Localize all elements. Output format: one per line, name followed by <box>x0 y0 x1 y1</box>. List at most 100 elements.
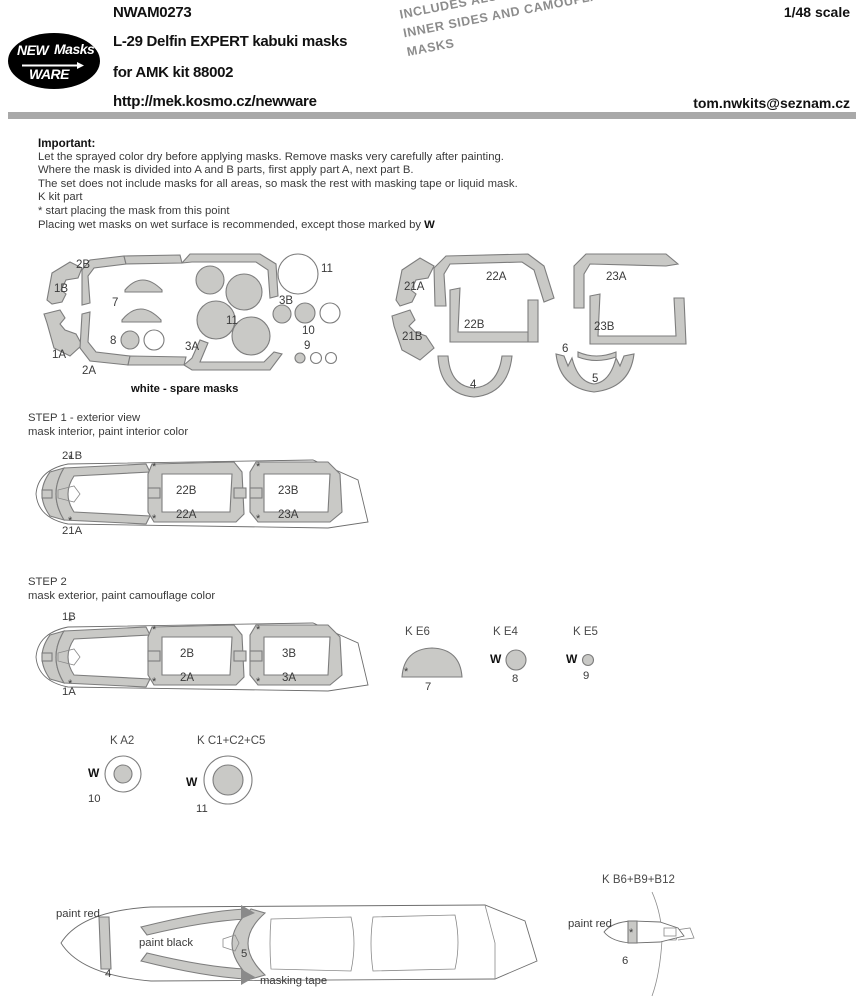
step2-title: STEP 2 <box>28 576 67 588</box>
scale-label: 1/48 scale <box>783 4 850 20</box>
step1-label-21B: 21B <box>62 450 83 462</box>
logo-text-masks: Masks <box>54 41 95 57</box>
svg-text:23B: 23B <box>594 321 615 333</box>
svg-text:*: * <box>68 515 73 527</box>
part-kit-A2: K A2 <box>110 735 135 747</box>
step1-heading: STEP 1 - exterior view mask interior, pa… <box>28 412 188 439</box>
mask-sheet-right: 21A 21B 22A 22B 23A 23B 6 4 5 <box>378 248 698 398</box>
bottom-label-masking-tape: masking tape <box>260 975 328 987</box>
part-shape-11 <box>200 752 256 808</box>
step2-label-2B: 2B <box>180 648 194 660</box>
step1-label-21A: 21A <box>62 525 83 537</box>
bottom-view-diagram <box>55 895 565 1000</box>
header-divider <box>8 112 856 119</box>
part-number-7: 7 <box>425 681 432 693</box>
product-code: NWAM0273 <box>113 4 192 21</box>
step1-diagram: * * * * * * 22B 22A 23B 23A <box>28 450 373 540</box>
svg-text:4: 4 <box>470 379 477 391</box>
important-wet-text: Placing wet masks on wet surface is reco… <box>38 218 425 231</box>
svg-text:8: 8 <box>110 335 116 347</box>
svg-text:*: * <box>629 927 634 939</box>
mask-sheet-left: 2B 1B 7 1A 8 2A 3A 3B 11 11 10 9 <box>30 248 370 378</box>
svg-text:*: * <box>152 624 157 636</box>
svg-text:*: * <box>256 676 261 688</box>
important-line-3: The set does not include masks for all a… <box>38 177 518 190</box>
step2-label-1B: 1B <box>62 611 76 623</box>
important-line-4: K kit part <box>38 191 83 204</box>
important-line-5: * start placing the mask from this point <box>38 204 230 217</box>
svg-text:1B: 1B <box>54 283 68 295</box>
step2-diagram: * * * * * * 2B 2A 3B 3A <box>28 613 373 703</box>
step1-label-23B: 23B <box>278 485 299 497</box>
email-address[interactable]: tom.nwkits@seznam.cz <box>693 95 850 111</box>
svg-text:23A: 23A <box>606 271 627 283</box>
svg-text:7: 7 <box>112 297 118 309</box>
step2-subtitle: mask exterior, paint camouflage color <box>28 589 216 602</box>
important-line-1: Let the sprayed color dry before applyin… <box>38 150 504 163</box>
important-notes: Important: Let the sprayed color dry bef… <box>38 137 638 232</box>
svg-text:*: * <box>152 676 157 688</box>
svg-text:*: * <box>256 461 261 473</box>
part-kit-E5: K E5 <box>573 626 598 638</box>
brand-logo: NEW Masks WARE <box>8 33 100 89</box>
step1-label-23A: 23A <box>278 509 299 521</box>
kit-reference: for AMK kit 88002 <box>113 64 234 81</box>
wet-badge-11: W <box>186 775 198 789</box>
part-number-9: 9 <box>583 670 590 682</box>
svg-text:3A: 3A <box>185 341 199 353</box>
part-number-10: 10 <box>88 793 101 805</box>
part-shape-8 <box>504 648 528 672</box>
svg-text:6: 6 <box>562 343 568 355</box>
wet-badge-10: W <box>88 766 100 780</box>
svg-text:3B: 3B <box>279 295 293 307</box>
important-line-2: Where the mask is divided into A and B p… <box>38 164 414 177</box>
svg-text:10: 10 <box>302 325 315 337</box>
tail-label-paint-red: paint red <box>568 918 612 930</box>
step2-heading: STEP 2 mask exterior, paint camouflage c… <box>28 576 215 603</box>
page-title: L-29 Delfin EXPERT kabuki masks <box>113 33 348 50</box>
bottom-number-4: 4 <box>105 968 112 980</box>
svg-text:11: 11 <box>321 263 333 275</box>
svg-text:*: * <box>68 678 73 690</box>
step2-label-1A: 1A <box>62 686 76 698</box>
step1-subtitle: mask interior, paint interior color <box>28 425 189 438</box>
important-wet-line: Placing wet masks on wet surface is reco… <box>38 219 638 233</box>
step2-label-2A: 2A <box>180 672 194 684</box>
svg-text:1A: 1A <box>52 349 66 361</box>
svg-text:*: * <box>68 616 73 628</box>
logo-arrow-icon <box>22 62 84 69</box>
part-number-11: 11 <box>196 803 208 815</box>
page-header: NEW Masks WARE NWAM0273 L-29 Delfin EXPE… <box>0 0 864 119</box>
svg-text:*: * <box>152 513 157 525</box>
wet-mark-symbol: W <box>424 218 435 231</box>
svg-text:11: 11 <box>226 315 238 327</box>
step2-label-3A: 3A <box>282 672 296 684</box>
svg-text:*: * <box>152 461 157 473</box>
svg-text:*: * <box>404 666 409 678</box>
spare-masks-caption: white - spare masks <box>131 383 239 395</box>
wet-badge-8: W <box>490 652 502 666</box>
step1-title: STEP 1 - exterior view <box>28 412 141 424</box>
svg-text:*: * <box>68 453 73 465</box>
diagonal-note: INCLUDES ALSO WINDOWS INNER SIDES AND CA… <box>398 0 711 100</box>
part-number-8: 8 <box>512 673 519 685</box>
step1-label-22B: 22B <box>176 485 197 497</box>
part-shape-9 <box>580 652 596 668</box>
svg-text:22A: 22A <box>486 271 507 283</box>
svg-text:*: * <box>256 513 261 525</box>
logo-text-new: NEW <box>17 42 49 58</box>
bottom-label-paint-black: paint black <box>139 937 194 949</box>
step2-label-3B: 3B <box>282 648 296 660</box>
website-url[interactable]: http://mek.kosmo.cz/newware <box>113 93 317 110</box>
svg-text:21A: 21A <box>404 281 425 293</box>
svg-text:2A: 2A <box>82 365 96 377</box>
part-kit-E4: K E4 <box>493 626 518 638</box>
tail-kit-parts: K B6+B9+B12 <box>602 874 675 886</box>
svg-text:2B: 2B <box>76 259 90 271</box>
bottom-number-5: 5 <box>241 948 248 960</box>
tail-number-6: 6 <box>622 955 629 967</box>
svg-text:*: * <box>256 624 261 636</box>
svg-text:9: 9 <box>304 340 310 352</box>
part-shape-10 <box>101 752 145 796</box>
part-kit-C1-C2-C5: K C1+C2+C5 <box>197 735 266 747</box>
